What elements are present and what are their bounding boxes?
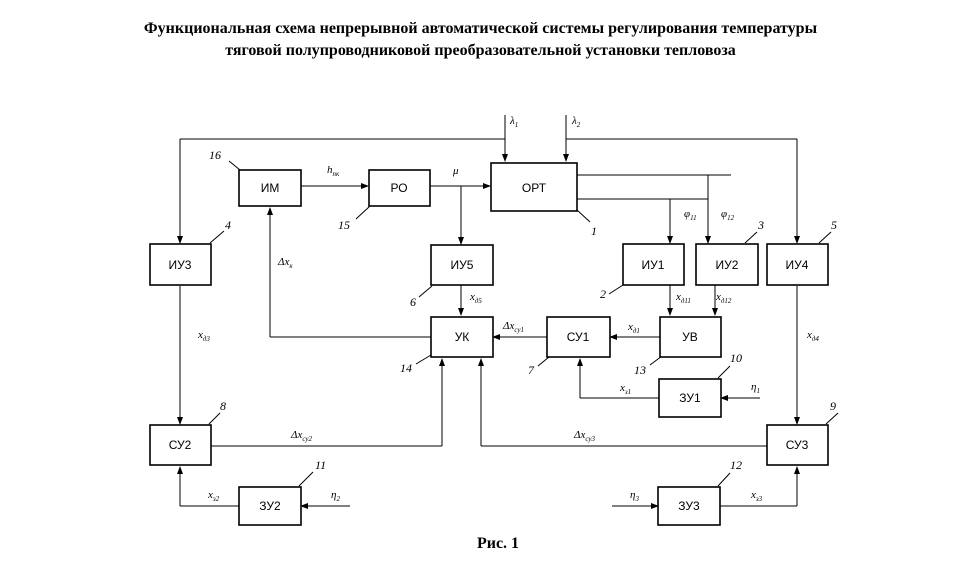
num-12: 12 <box>730 458 742 472</box>
sig-eta1: η1 <box>751 381 760 395</box>
block-im <box>238 169 302 207</box>
sig-xz3: xз3 <box>750 489 763 503</box>
leader-7 <box>537 356 550 367</box>
block-zu2-label: ЗУ2 <box>259 499 281 513</box>
leader-5 <box>818 231 832 244</box>
leader-10 <box>717 365 731 379</box>
block-iu2 <box>695 243 759 286</box>
block-su3 <box>766 424 829 466</box>
block-zu3-label: ЗУ3 <box>678 499 700 513</box>
num-6: 6 <box>410 295 416 309</box>
block-zu2 <box>238 486 302 526</box>
block-zu3 <box>657 486 721 526</box>
block-su3-label: СУ3 <box>786 438 809 452</box>
sig-lambda1: λ1 <box>509 115 518 129</box>
block-su1 <box>546 316 611 358</box>
num-13: 13 <box>634 363 646 377</box>
block-uv-label: УВ <box>682 330 698 344</box>
block-iu1 <box>622 243 685 286</box>
block-iu2-label: ИУ2 <box>716 258 739 272</box>
num-11: 11 <box>315 458 326 472</box>
block-uk <box>430 316 494 358</box>
num-1: 1 <box>591 224 597 238</box>
num-5: 5 <box>831 218 837 232</box>
sig-xz2: xз2 <box>207 489 220 503</box>
leader-12 <box>717 472 731 487</box>
sig-xd12: xд12 <box>715 291 732 305</box>
leader-16 <box>228 160 241 171</box>
num-14: 14 <box>400 361 412 375</box>
diagram-title: Функциональная схема непрерывной автомат… <box>0 18 961 62</box>
figure-caption: Рис. 1 <box>476 535 520 552</box>
block-iu5 <box>430 244 494 286</box>
leader-4 <box>209 230 225 244</box>
num-15: 15 <box>338 218 350 232</box>
sig-xd1: xд1 <box>627 321 640 335</box>
sig-h: hпк <box>327 164 340 178</box>
sig-mu: μ <box>452 165 459 177</box>
block-iu1-label: ИУ1 <box>642 258 665 272</box>
sig-xd4: xд4 <box>806 329 819 343</box>
sig-dxk: Δxк <box>277 256 293 270</box>
block-ort-label: ОРТ <box>522 181 547 195</box>
block-su2-label: СУ2 <box>169 438 192 452</box>
block-iu5-label: ИУ5 <box>451 258 474 272</box>
block-im-label: ИМ <box>261 181 280 195</box>
num-9: 9 <box>830 399 836 413</box>
blocks: ОРТ ИМ РО ИУ3 ИУ5 ИУ1 ИУ2 ИУ4 УК СУ1 УВ … <box>149 162 829 526</box>
leader-15 <box>355 205 371 220</box>
sig-lambda2: λ2 <box>571 115 581 129</box>
sig-xd11: xд11 <box>675 291 691 305</box>
leader-1 <box>576 209 591 223</box>
block-ro-label: РО <box>390 181 407 195</box>
leader-11 <box>298 471 314 487</box>
block-iu3 <box>149 243 212 286</box>
sig-xd3: xд3 <box>197 329 210 343</box>
block-iu4 <box>766 243 829 286</box>
sig-dxsy2: Δxсу2 <box>290 429 313 443</box>
num-7: 7 <box>528 363 535 377</box>
block-zu1 <box>658 378 722 418</box>
title-line-1: Функциональная схема непрерывной автомат… <box>143 20 818 37</box>
sig-xd5: xд5 <box>469 291 482 305</box>
block-iu3-label: ИУ3 <box>169 258 192 272</box>
leader-3 <box>744 231 758 244</box>
leader-6 <box>418 285 433 298</box>
num-3: 3 <box>757 218 764 232</box>
leader-2 <box>608 284 624 295</box>
leader-9 <box>825 412 839 425</box>
connections <box>177 115 839 509</box>
sig-phi11: φ11 <box>684 208 697 222</box>
num-8: 8 <box>220 399 226 413</box>
block-su2 <box>149 424 212 466</box>
sig-xz1: xз1 <box>619 382 631 396</box>
num-16: 16 <box>209 148 221 162</box>
sig-eta2: η2 <box>331 489 340 503</box>
block-uk-label: УК <box>455 330 470 344</box>
sig-dxsy1: Δxсу1 <box>502 320 524 334</box>
leader-8 <box>208 412 221 425</box>
sig-dxsy3: Δxсу3 <box>573 429 596 443</box>
title-line-2: тяговой полупроводниковой преобразовател… <box>225 42 736 59</box>
num-10: 10 <box>730 351 742 365</box>
block-iu4-label: ИУ4 <box>786 258 809 272</box>
num-4: 4 <box>225 218 231 232</box>
sig-eta3: η3 <box>630 489 639 503</box>
block-zu1-label: ЗУ1 <box>679 391 701 405</box>
leader-14 <box>415 354 432 365</box>
block-ort <box>490 162 578 212</box>
block-ro <box>368 169 431 207</box>
block-su1-label: СУ1 <box>567 330 590 344</box>
signal-labels: λ1 λ2 hпк μ φ11 φ12 Δxк xд5 xд3 xд4 xд11… <box>197 115 819 503</box>
block-uv <box>659 316 722 358</box>
block-numbers: 16 15 1 4 3 5 6 2 14 7 13 10 8 9 11 12 <box>209 148 837 472</box>
num-2: 2 <box>600 287 606 301</box>
sig-phi12: φ12 <box>721 208 735 222</box>
